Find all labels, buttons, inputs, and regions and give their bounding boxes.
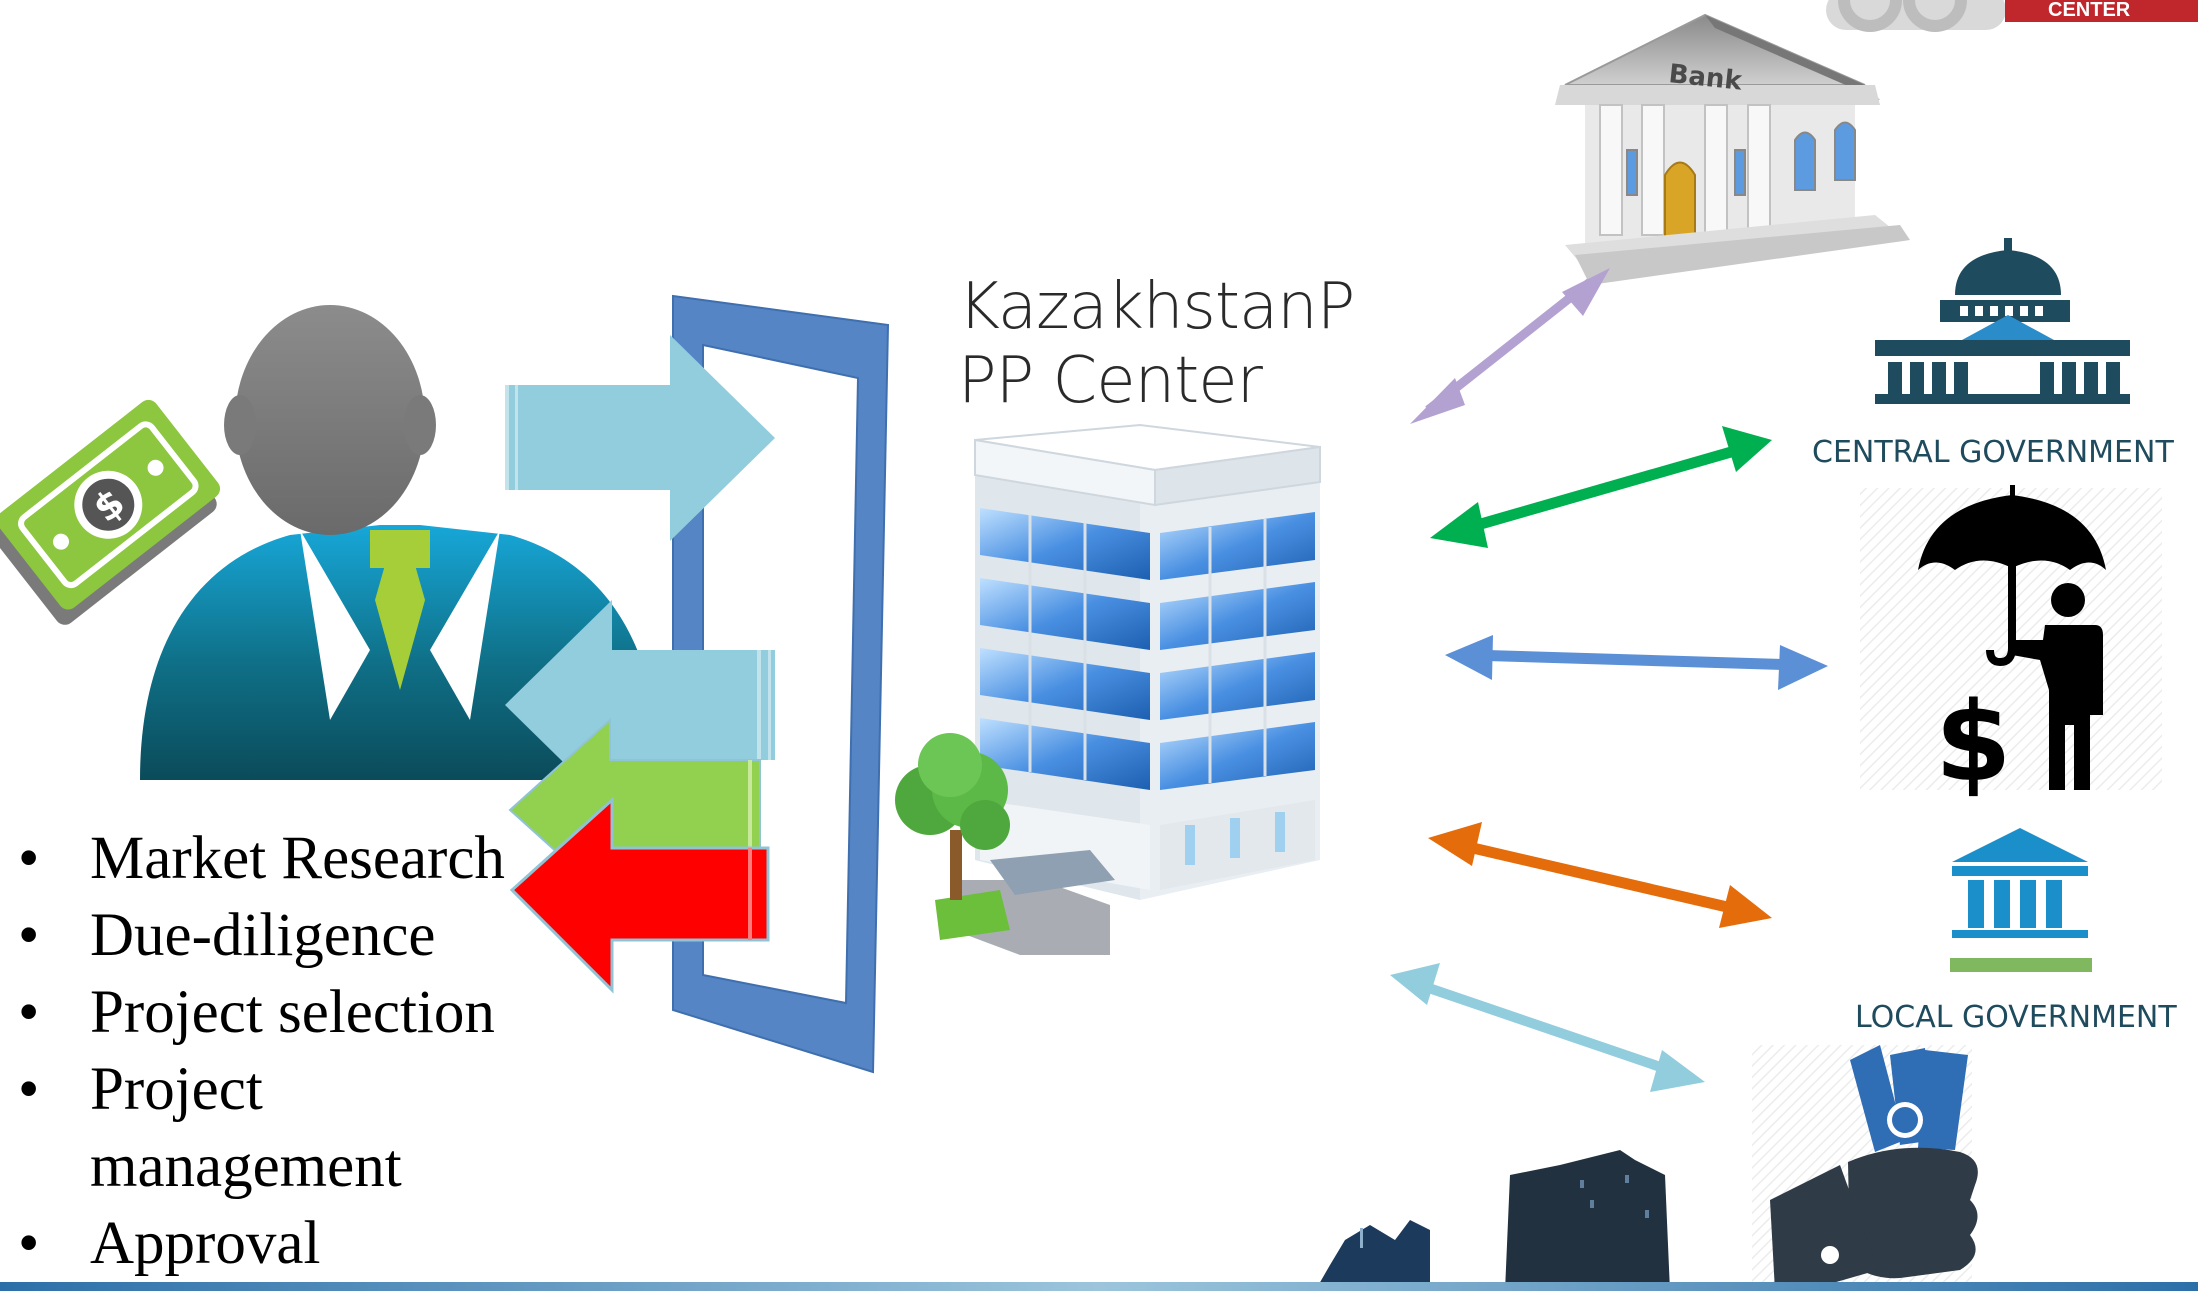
ppp-center-title-line2: PP Center: [958, 344, 1263, 418]
link-finance: [1390, 963, 1705, 1092]
list-item: Project selection: [18, 974, 505, 1051]
arrow-in: [505, 335, 775, 541]
logo: CENTER: [1826, 0, 2198, 32]
link-local-government: [1428, 822, 1772, 928]
central-government-icon: [1875, 238, 2130, 404]
list-item: Project management: [18, 1051, 470, 1205]
link-insurance: [1445, 635, 1828, 690]
tree-icon: [895, 733, 1010, 940]
ppp-center-title: KazakhstanP PP Center: [958, 270, 1355, 418]
list-item: Due-diligence: [18, 897, 505, 974]
bank-icon: Bank: [1555, 13, 1910, 285]
money-icon: $: [0, 399, 221, 625]
city-skyline: [0, 1150, 2198, 1291]
investor-steps-list: Market Research Due-diligence Project se…: [18, 820, 505, 1282]
link-central-government: [1430, 426, 1772, 548]
svg-text:$: $: [1935, 678, 2012, 806]
investor-icon: [140, 305, 660, 780]
local-government-label: LOCAL GOVERNMENT: [1855, 1000, 2177, 1035]
office-building-icon: [940, 423, 1321, 955]
central-government-label: CENTRAL GOVERNMENT: [1812, 435, 2174, 470]
ppp-center-title-line1: KazakhstanP: [958, 270, 1355, 344]
link-bank: [1410, 268, 1610, 424]
local-government-icon: [1950, 828, 2092, 972]
money-hand-icon: [1752, 1045, 1978, 1291]
logo-text: CENTER: [2048, 0, 2131, 21]
list-item: Approval: [18, 1205, 505, 1282]
list-item: Market Research: [18, 820, 505, 897]
insurance-umbrella-icon: $: [1860, 485, 2162, 806]
arrow-out-red: [509, 796, 770, 994]
